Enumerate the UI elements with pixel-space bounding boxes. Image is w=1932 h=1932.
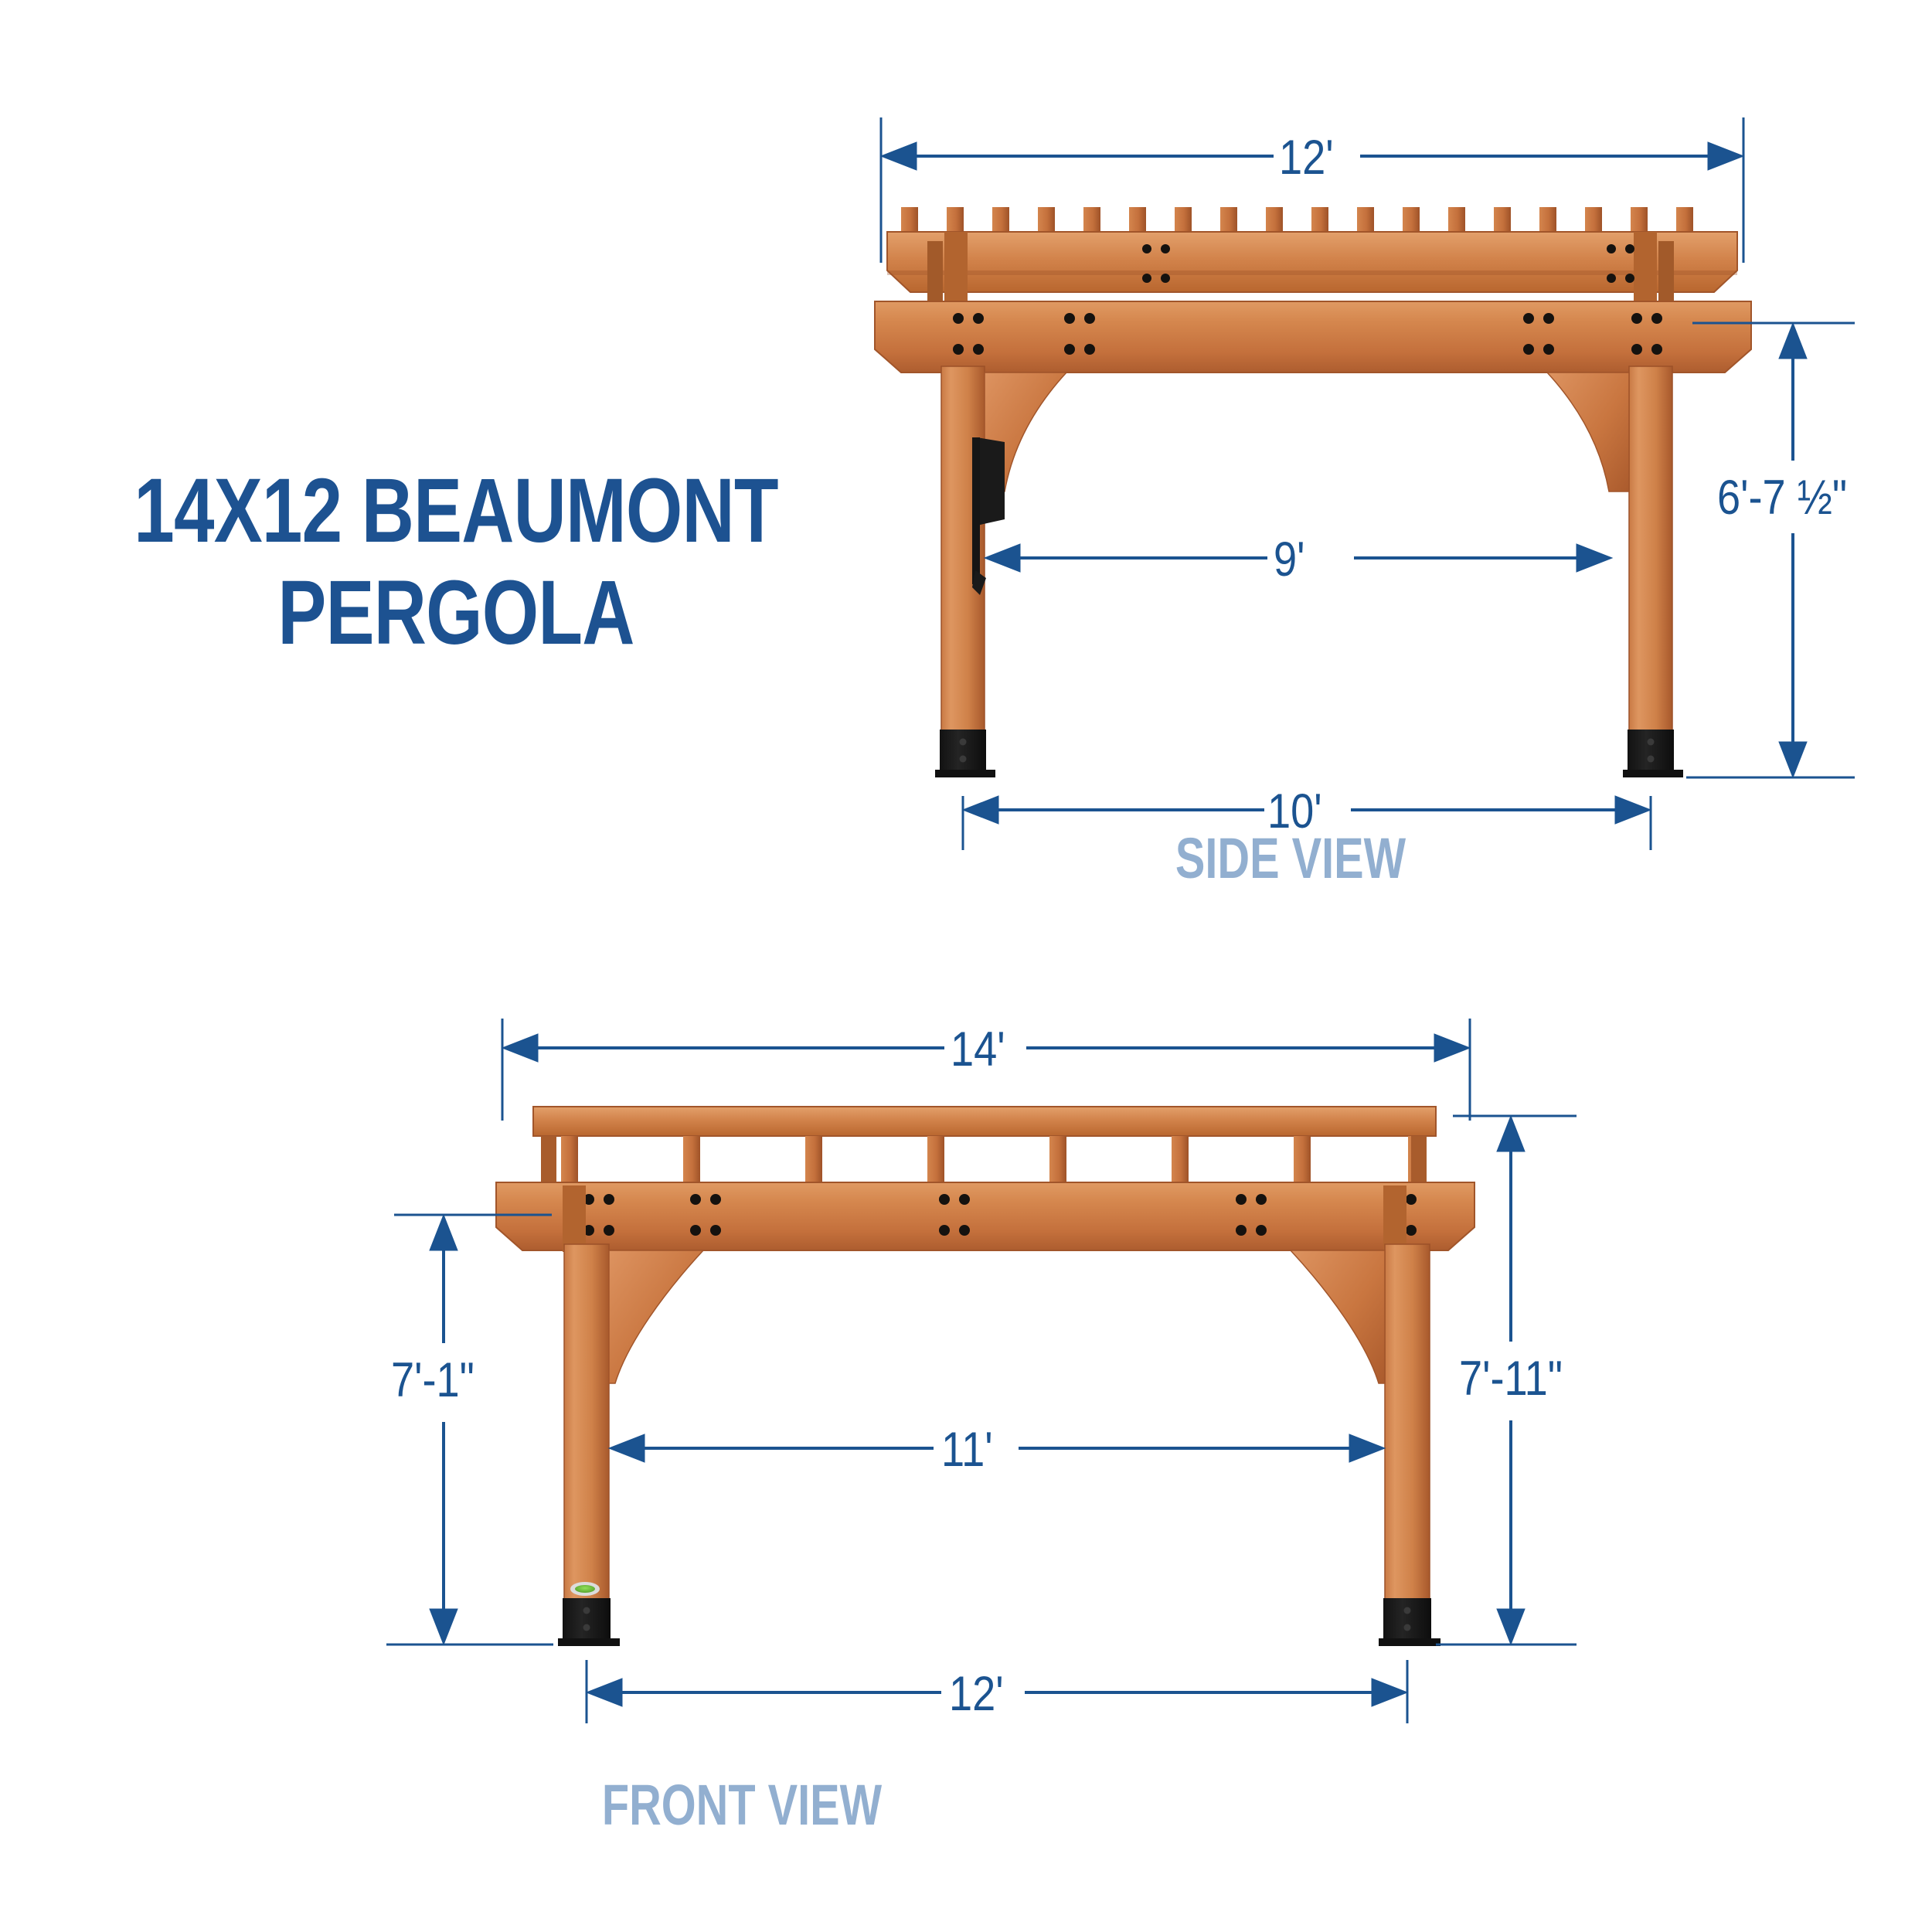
corbel-left [984,372,1068,492]
dim-label-side-clear-height: 6'-7 ½" [1717,471,1848,525]
post-left [940,366,985,749]
front-main-beam [495,1182,1475,1251]
page-title: 14X12 BEAUMONT PERGOLA [128,460,784,664]
side-view-dimensions [879,117,1855,850]
front-view-dimensions [386,1019,1577,1723]
front-post-base-anchor-left [558,1598,620,1646]
purlin-beam [886,231,1738,293]
caption-front-view: FRONT VIEW [601,1773,883,1837]
dim-label-front-overall-height: 7'-11" [1459,1352,1563,1406]
brand-sticker [570,1582,600,1596]
post-right [1628,366,1673,749]
dim-label-front-top-width: 14' [951,1022,1005,1077]
front-ridge-beam [532,1106,1437,1137]
post-base-anchor-left [935,730,995,777]
front-spacer-slats [561,1136,1425,1185]
front-post-base-anchor-right [1379,1598,1440,1646]
front-corbel-left [608,1250,705,1384]
side-view-pergola [874,207,1752,777]
post-accessory-bracket [972,437,1005,595]
rafter-tab-row [901,207,1693,233]
front-post-right [1384,1243,1430,1638]
front-corbel-right [1289,1250,1386,1384]
corbel-right [1546,372,1630,492]
dim-label-side-top-width: 12' [1279,131,1334,185]
main-beam [874,301,1752,373]
front-bolt-pairs [583,1194,1417,1236]
post-base-anchor-right [1623,730,1683,777]
page-title-line-2: PERGOLA [277,562,634,665]
bolt-pair-group [953,244,1662,355]
dim-label-front-inner-span: 11' [941,1423,993,1477]
dim-label-front-base-width: 12' [949,1667,1004,1721]
caption-side-view: SIDE VIEW [1175,826,1406,890]
page-title-line-1: 14X12 BEAUMONT [134,460,778,562]
dim-label-side-inner-span: 9' [1274,532,1305,587]
beam-connector-right [1634,232,1657,303]
dim-label-front-post-height: 7'-1" [391,1353,474,1407]
dim-label-side-base-width: 10' [1267,784,1322,838]
front-post-left [563,1243,610,1638]
front-view-pergola [495,1106,1475,1646]
beam-connector-left [944,232,968,303]
